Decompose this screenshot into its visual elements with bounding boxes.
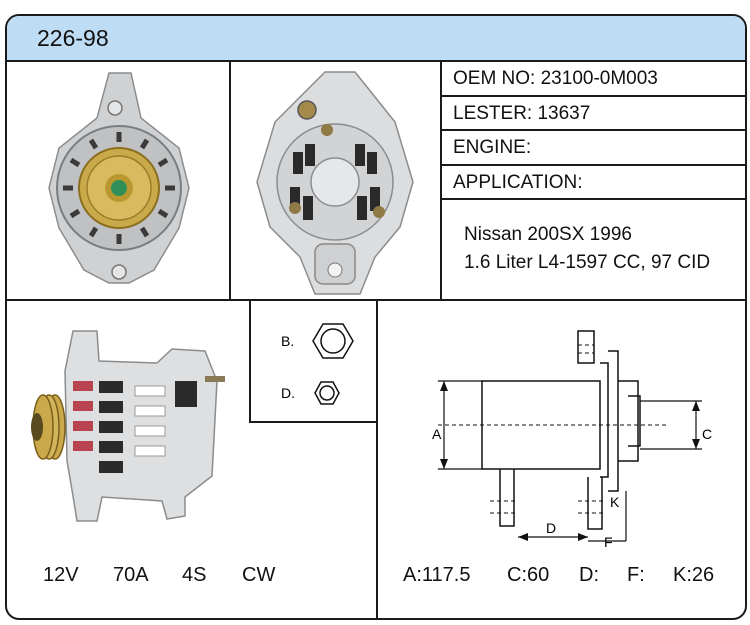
alternator-side-view	[7, 301, 249, 566]
diagram-label-k: K	[610, 494, 620, 510]
divider	[440, 95, 745, 97]
diagram-label-f: F	[604, 534, 613, 550]
divider	[440, 198, 745, 200]
amperage-value: 70A	[113, 564, 149, 586]
terminal-b-label: B.	[281, 333, 294, 349]
hex-nut-d-icon	[314, 381, 340, 405]
application-line-1: Nissan 200SX 1996	[464, 224, 632, 245]
alternator-front-view	[7, 60, 229, 299]
divider	[7, 299, 745, 301]
divider	[440, 60, 442, 301]
application-line-2: 1.6 Liter L4-1597 CC, 97 CID	[464, 252, 711, 273]
engine-label: ENGINE:	[453, 137, 532, 158]
voltage-value: 12V	[43, 564, 79, 586]
oem-number: OEM NO: 23100-0M003	[453, 68, 658, 89]
dimension-f: F:	[627, 564, 645, 586]
rotation-value: CW	[242, 564, 276, 586]
divider	[229, 60, 231, 301]
application-label: APPLICATION:	[453, 172, 583, 193]
hex-nut-b-icon	[312, 323, 354, 359]
dimension-c: C:60	[507, 564, 550, 586]
dimension-k: K:26	[673, 564, 715, 586]
divider	[249, 421, 378, 423]
groove-value: 4S	[182, 564, 207, 586]
diagram-label-d: D	[546, 520, 556, 536]
diagram-label-a: A	[432, 426, 442, 442]
hex-nut-d-hole	[319, 385, 335, 401]
product-card: 226-98 OEM NO: 23100-0M003 LESTER: 13637…	[5, 14, 747, 620]
dimension-a: A:117.5	[403, 564, 471, 586]
dimension-d: D:	[579, 564, 599, 586]
diagram-label-c: C	[702, 426, 712, 442]
divider	[376, 301, 378, 618]
terminal-d-label: D.	[281, 385, 295, 401]
lester-number: LESTER: 13637	[453, 103, 591, 124]
divider	[440, 129, 745, 131]
dimension-diagram: A C D F K	[378, 301, 745, 566]
divider	[440, 164, 745, 166]
header-bar: 226-98	[7, 16, 745, 62]
hex-nut-b-hole	[320, 328, 346, 354]
divider	[249, 301, 251, 423]
alternator-rear-view	[231, 60, 440, 299]
terminal-symbols: B. D.	[251, 301, 376, 421]
part-number: 226-98	[37, 25, 109, 51]
